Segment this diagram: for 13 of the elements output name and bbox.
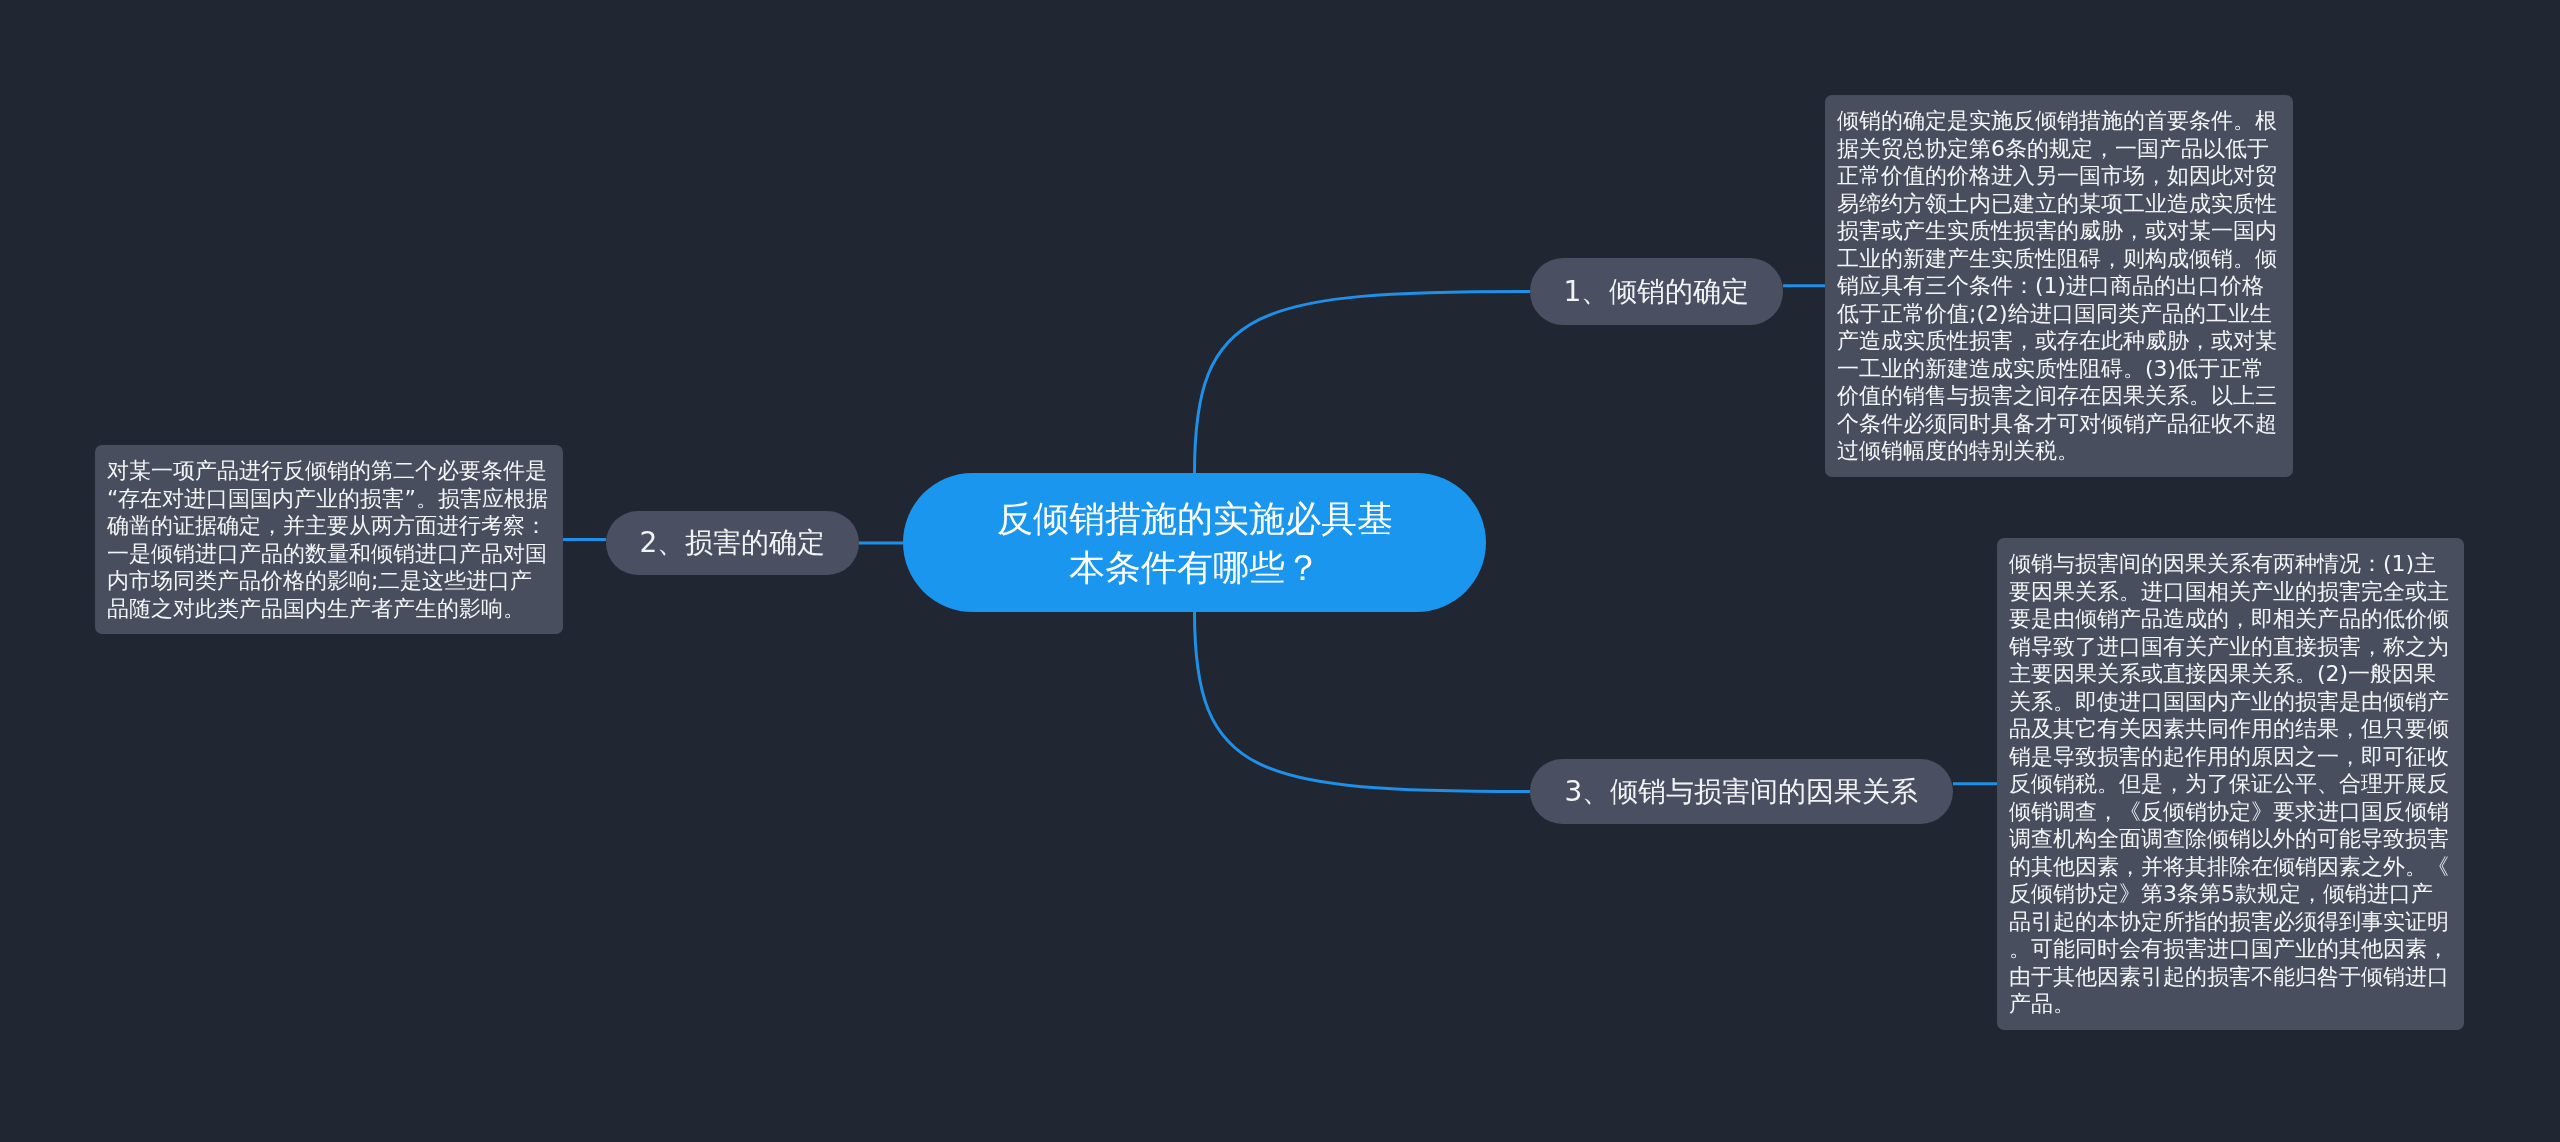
connector-line [563,538,606,541]
note-text: 倾销与损害间的因果关系有两种情况：(1)主要因果关系。进口国相关产业的损害完全或主要是由倾销产品造成的，即相关产品的低价倾销导致了进口国有关产业的直接损害，称之为主要因果关系或直接因果关系。(2)一般因果关系。即使进口国国内产业的损害是由倾销产品及其它有关因素共同作用的结果，但只要倾销是导致损害的起作用的原因之一，即可征收反倾销税。但是，为了保证公平、合理开展反倾销调查，《反倾销协定》要求进口国反倾销调查机构全面调查除倾销以外的可能导致损害的其他因素，并将其排除在倾销因素之外。《反倾销协定》第3条第5款规定，倾销进口产品引起的本协定所指的损害必须得到事实证明。可能同时会有损害进口国产业的其他因素，由于其他因素引起的损害不能归咎于倾销进口产品。 [1997,538,2464,1030]
connector-line [1953,782,1997,786]
connector-line [1783,284,1825,288]
subtopic: 3、倾销与损害间的因果关系 [1530,759,1953,824]
subtopic: 1、倾销的确定 [1530,258,1783,325]
central-topic: 反倾销措施的实施必具基本条件有哪些？ [903,473,1486,612]
connector-line [1193,611,1530,793]
subtopic: 2、损害的确定 [606,511,859,575]
connector-line [859,541,903,545]
connector-line [1193,290,1530,474]
note-text: 倾销的确定是实施反倾销措施的首要条件。根据关贸总协定第6条的规定，一国产品以低于正常价值的价格进入另一国市场，如因此对贸易缔约方领土内已建立的某项工业造成实质性损害或产生实质性损害的威胁，或对某一国内工业的新建产生实质性阻碍，则构成倾销。倾销应具有三个条件：(1)进口商品的出口价格低于正常价值;(2)给进口国同类产品的工业生产造成实质性损害，或存在此种威胁，或对某一工业的新建造成实质性阻碍。(3)低于正常价值的销售与损害之间存在因果关系。以上三个条件必须同时具备才可对倾销产品征收不超过倾销幅度的特别关税。 [1825,95,2293,477]
note-text: 对某一项产品进行反倾销的第二个必要条件是“存在对进口国国内产业的损害”。损害应根据确凿的证据确定，并主要从两方面进行考察：一是倾销进口产品的数量和倾销进口产品对国内市场同类产品价格的影响;二是这些进口产品随之对此类产品国内生产者产生的影响。 [95,445,563,634]
